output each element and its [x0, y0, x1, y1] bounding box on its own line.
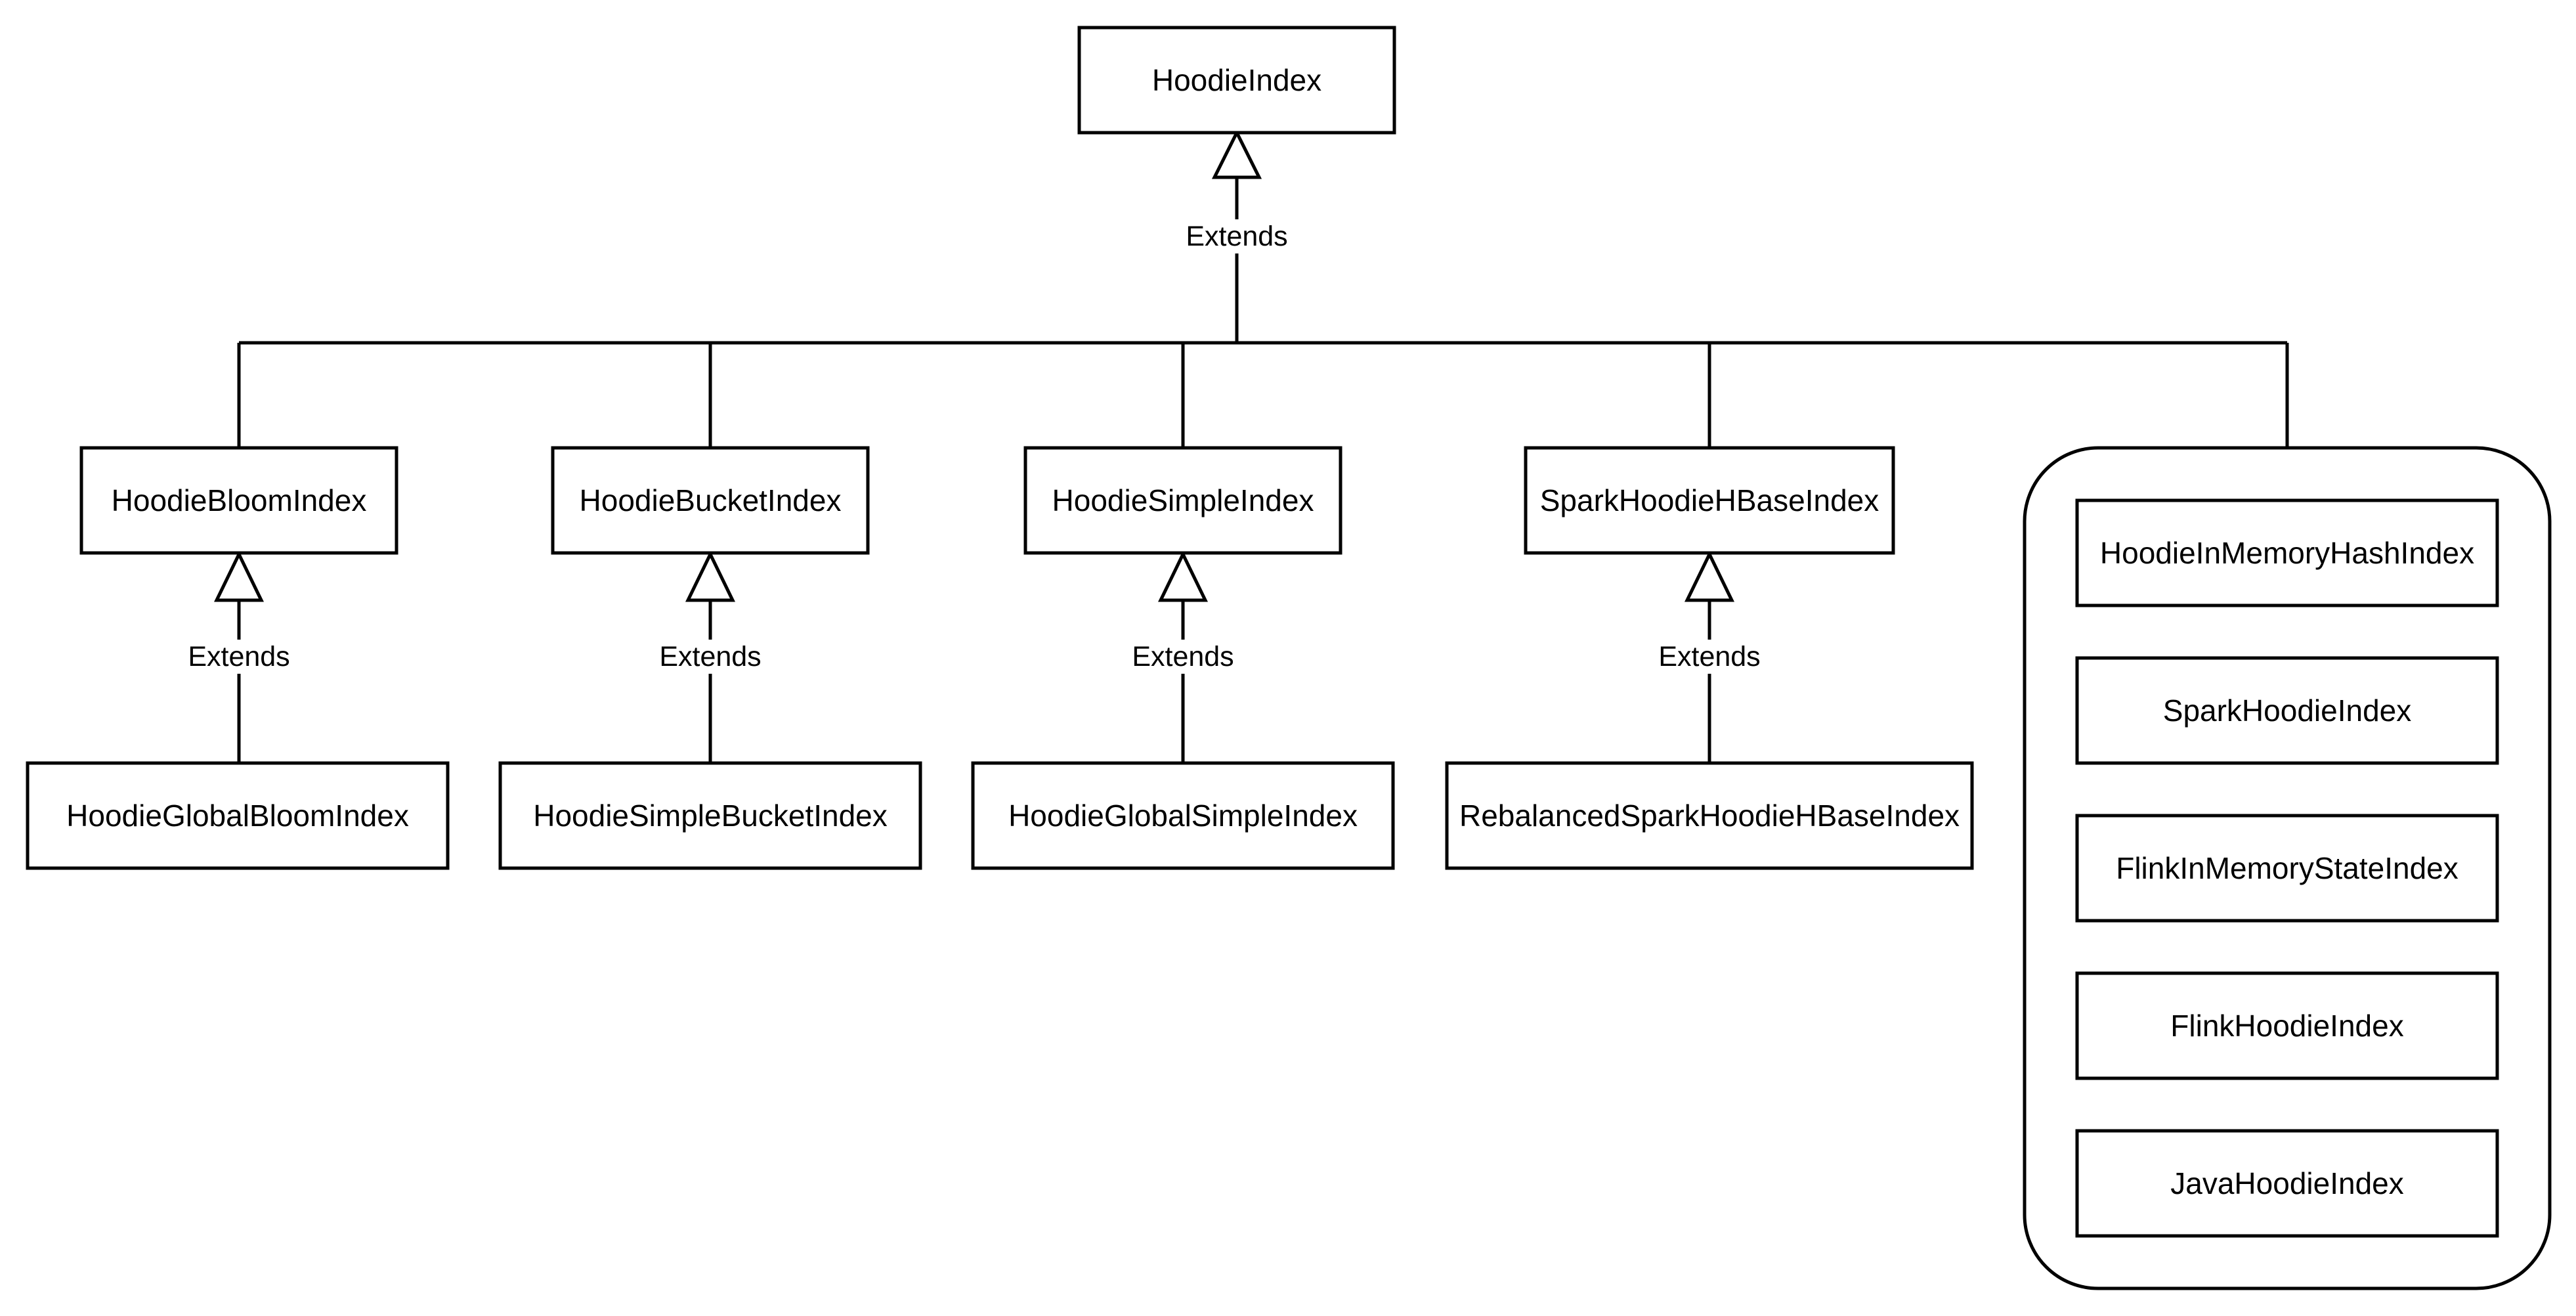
edge-labels: Extends Extends Extends Extends Extends: [182, 219, 1766, 674]
inheritance-arrowheads: [214, 129, 1734, 602]
class-box-hoodie-global-bloom-index: HoodieGlobalBloomIndex: [26, 761, 450, 870]
class-box-rebalanced-spark-hoodie-hbase-index: RebalancedSparkHoodieHBaseIndex: [1445, 761, 1974, 870]
extends-label-hbase: Extends: [1658, 641, 1760, 672]
class-name: FlinkInMemoryStateIndex: [2116, 851, 2458, 885]
class-name: HoodieBucketIndex: [580, 483, 842, 517]
class-name: HoodieGlobalSimpleIndex: [1008, 799, 1358, 833]
connectors: [237, 177, 2289, 763]
extends-label-simple: Extends: [1132, 641, 1234, 672]
class-name: FlinkHoodieIndex: [2170, 1009, 2403, 1043]
class-box-spark-hoodie-hbase-index: SparkHoodieHBaseIndex: [1524, 446, 1895, 555]
class-box-hoodie-global-simple-index: HoodieGlobalSimpleIndex: [971, 761, 1395, 870]
class-box-spark-hoodie-index: SparkHoodieIndex: [2075, 656, 2499, 765]
class-name: RebalancedSparkHoodieHBaseIndex: [1459, 799, 1960, 833]
class-name: JavaHoodieIndex: [2170, 1166, 2403, 1200]
class-name: HoodieSimpleIndex: [1052, 483, 1314, 517]
class-name: HoodieGlobalBloomIndex: [66, 799, 409, 833]
class-box-java-hoodie-index: JavaHoodieIndex: [2075, 1129, 2499, 1238]
class-name: SparkHoodieHBaseIndex: [1540, 483, 1879, 517]
inheritance-arrowhead: [685, 550, 735, 602]
class-name: HoodieBloomIndex: [112, 483, 367, 517]
class-name: HoodieIndex: [1152, 63, 1321, 97]
class-box-hoodie-bloom-index: HoodieBloomIndex: [79, 446, 398, 555]
class-box-hoodie-index: HoodieIndex: [1077, 26, 1396, 135]
class-name: HoodieInMemoryHashIndex: [2100, 536, 2474, 570]
extends-label-root: Extends: [1186, 221, 1287, 252]
inheritance-arrowhead: [1158, 550, 1208, 602]
class-box-hoodie-simple-index: HoodieSimpleIndex: [1023, 446, 1342, 555]
class-box-hoodie-simple-bucket-index: HoodieSimpleBucketIndex: [498, 761, 922, 870]
class-box-hoodie-bucket-index: HoodieBucketIndex: [551, 446, 870, 555]
inheritance-arrowhead: [214, 550, 264, 602]
extends-label-bucket: Extends: [659, 641, 761, 672]
class-box-flink-in-memory-state-index: FlinkInMemoryStateIndex: [2075, 814, 2499, 923]
extends-label-bloom: Extends: [188, 641, 290, 672]
class-name: SparkHoodieIndex: [2163, 693, 2411, 728]
inheritance-arrowhead: [1211, 129, 1262, 179]
class-box-hoodie-in-memory-hash-index: HoodieInMemoryHashIndex: [2075, 498, 2499, 607]
class-box-flink-hoodie-index: FlinkHoodieIndex: [2075, 971, 2499, 1080]
inheritance-arrowhead: [1685, 550, 1734, 602]
class-name: HoodieSimpleBucketIndex: [533, 799, 888, 833]
